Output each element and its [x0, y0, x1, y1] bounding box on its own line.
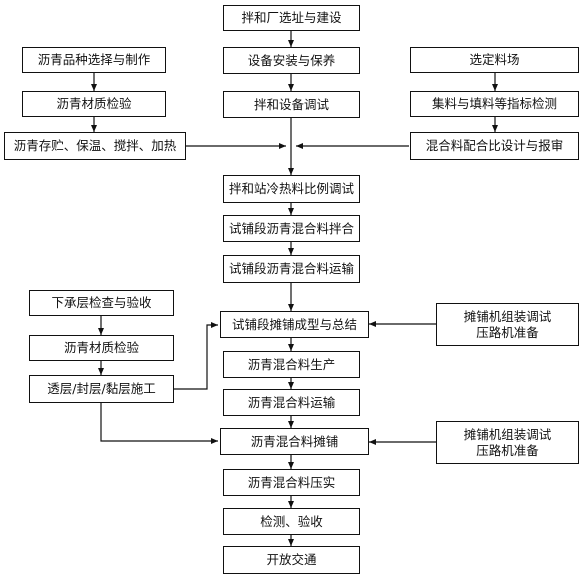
node-asphalt-check-top: 沥青材质检验 [22, 91, 166, 117]
node-paver-prep-1: 摊铺机组装调试 压路机准备 [436, 303, 579, 346]
node-paver-prep-1-line-1: 摊铺机组装调试 [463, 308, 552, 324]
node-trial-transport: 试铺段沥青混合料运输 [223, 255, 360, 283]
node-transport: 沥青混合料运输 [223, 389, 360, 416]
node-install-label: 设备安装与保养 [247, 52, 336, 68]
node-aggregate-test-label: 集料与填料等指标检测 [431, 96, 557, 112]
node-open-label: 开放交通 [266, 552, 317, 568]
node-debug: 拌和设备调试 [223, 91, 360, 118]
node-layers: 透层/封层/黏层施工 [29, 375, 174, 403]
node-inspect: 检测、验收 [223, 508, 360, 535]
node-produce: 沥青混合料生产 [223, 351, 360, 378]
node-compact-label: 沥青混合料压实 [247, 474, 336, 490]
node-cold-ratio-label: 拌和站冷热料比例调试 [228, 181, 354, 197]
node-asphalt-select-label: 沥青品种选择与制作 [37, 52, 151, 68]
node-pave-label: 沥青混合料摊铺 [250, 433, 339, 449]
node-paver-prep-2-line-2: 压路机准备 [476, 442, 539, 458]
node-transport-label: 沥青混合料运输 [247, 394, 336, 410]
node-asphalt-storage-label: 沥青存贮、保温、搅拌、加热 [13, 138, 177, 154]
node-debug-label: 拌和设备调试 [253, 96, 329, 112]
node-asphalt-check-bottom-label: 沥青材质检验 [63, 340, 139, 356]
arrow-layers-trialpave [174, 322, 218, 390]
node-cold-ratio: 拌和站冷热料比例调试 [223, 175, 360, 203]
arrow-layers-pave [100, 403, 218, 444]
node-site: 拌和厂选址与建设 [223, 5, 360, 31]
node-asphalt-storage: 沥青存贮、保温、搅拌、加热 [4, 132, 186, 160]
node-install: 设备安装与保养 [223, 47, 360, 74]
node-asphalt-check-bottom: 沥青材质检验 [29, 335, 174, 361]
node-paver-prep-2-line-1: 摊铺机组装调试 [463, 426, 552, 442]
node-layers-label: 透层/封层/黏层施工 [47, 381, 156, 397]
node-material-yard-label: 选定料场 [469, 52, 520, 68]
node-trial-pave: 试铺段摊铺成型与总结 [220, 311, 369, 338]
node-trial-transport-label: 试铺段沥青混合料运输 [228, 261, 354, 277]
node-paver-prep-2: 摊铺机组装调试 压路机准备 [436, 421, 579, 464]
node-asphalt-select: 沥青品种选择与制作 [22, 47, 166, 73]
node-subgrade: 下承层检查与验收 [29, 290, 174, 316]
node-pave: 沥青混合料摊铺 [220, 428, 369, 455]
node-produce-label: 沥青混合料生产 [247, 356, 336, 372]
node-trial-mix-label: 试铺段沥青混合料拌合 [228, 220, 354, 236]
node-compact: 沥青混合料压实 [223, 469, 360, 496]
node-mix-design: 混合料配合比设计与报审 [410, 132, 579, 160]
node-inspect-label: 检测、验收 [260, 513, 323, 529]
node-open: 开放交通 [223, 546, 360, 574]
node-mix-design-label: 混合料配合比设计与报审 [425, 138, 564, 154]
node-material-yard: 选定料场 [410, 47, 579, 73]
node-aggregate-test: 集料与填料等指标检测 [410, 91, 579, 117]
node-subgrade-label: 下承层检查与验收 [51, 295, 152, 311]
node-site-label: 拌和厂选址与建设 [241, 10, 342, 26]
node-paver-prep-1-line-2: 压路机准备 [476, 324, 539, 340]
node-trial-mix: 试铺段沥青混合料拌合 [223, 215, 360, 242]
node-trial-pave-label: 试铺段摊铺成型与总结 [231, 316, 357, 332]
node-asphalt-check-top-label: 沥青材质检验 [56, 96, 132, 112]
